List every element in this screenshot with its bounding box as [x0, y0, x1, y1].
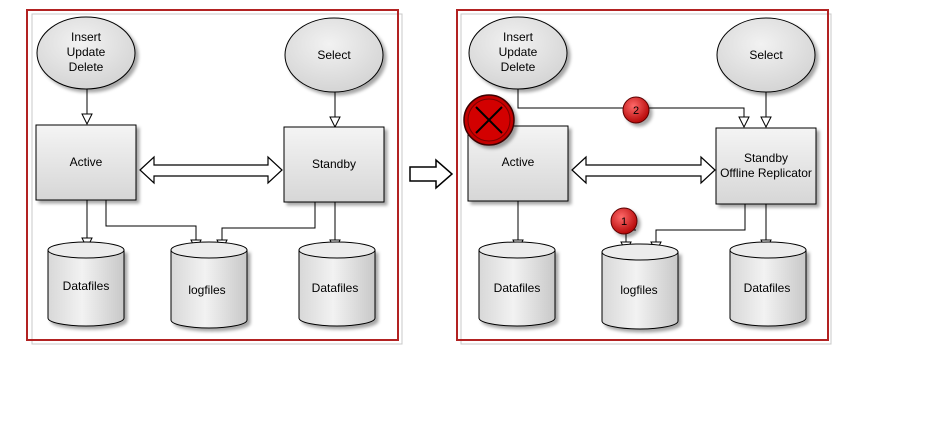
left-panel-shadow-frame — [31, 13, 403, 345]
left-replication-double-arrow — [139, 155, 283, 185]
right-active-label: Active — [502, 155, 535, 169]
right-panel-border — [456, 9, 829, 341]
left-logfiles-cylinder: logfiles — [170, 241, 248, 329]
right-select-ellipse: Select — [716, 17, 816, 93]
right-standby-to-logfiles-arrow — [656, 204, 746, 252]
right-panel-shadow-frame — [460, 13, 832, 345]
right-standby-box: Standby Offline Replicator — [715, 127, 817, 205]
right-datafiles-left-label: Datafiles — [494, 281, 541, 295]
left-select-label: Select — [317, 48, 351, 62]
right-standby-line-2: Offline Replicator — [720, 166, 812, 180]
right-datafiles-left-cylinder: Datafiles — [478, 241, 556, 327]
left-dml-line-2: Update — [67, 45, 106, 59]
right-select-label: Select — [749, 48, 783, 62]
right-dml-line-3: Delete — [501, 60, 536, 74]
badge-2-label: 2 — [633, 105, 639, 117]
left-active-to-logfiles-arrow — [105, 200, 196, 250]
transition-arrow — [409, 158, 454, 190]
left-dml-line-1: Insert — [71, 30, 102, 44]
left-active-label: Active — [70, 155, 103, 169]
right-logfiles-label: logfiles — [620, 283, 657, 297]
left-panel-border — [26, 9, 399, 341]
left-dml-ellipse: Insert Update Delete — [36, 16, 136, 90]
left-standby-label: Standby — [312, 157, 356, 171]
right-logfiles-cylinder: logfiles — [601, 243, 679, 330]
left-dml-line-3: Delete — [69, 60, 104, 74]
right-dml-line-1: Insert — [503, 30, 534, 44]
right-replication-double-arrow — [571, 155, 716, 185]
badge-1-label: 1 — [621, 216, 627, 228]
right-dml-line-2: Update — [499, 45, 538, 59]
left-logfiles-label: logfiles — [188, 283, 225, 297]
right-panel: Insert Update Delete Select Active Stand… — [456, 9, 832, 345]
right-dml-ellipse: Insert Update Delete — [468, 16, 568, 90]
right-datafiles-right-label: Datafiles — [744, 281, 791, 295]
badge-1: 1 — [610, 207, 638, 235]
left-standby-box: Standby — [283, 126, 385, 203]
right-datafiles-right-cylinder: Datafiles — [729, 241, 807, 327]
left-standby-to-logfiles-arrow — [222, 202, 316, 250]
left-datafiles-left-label: Datafiles — [63, 279, 110, 293]
left-active-box: Active — [35, 124, 137, 201]
left-datafiles-right-cylinder: Datafiles — [298, 241, 376, 327]
badge-2: 2 — [622, 96, 650, 124]
left-datafiles-left-cylinder: Datafiles — [47, 241, 125, 327]
right-standby-line-1: Standby — [744, 151, 788, 165]
left-datafiles-right-label: Datafiles — [312, 281, 359, 295]
left-select-ellipse: Select — [284, 17, 384, 93]
failure-x-icon — [463, 94, 515, 146]
left-panel: Insert Update Delete Select Active Stand… — [26, 9, 403, 345]
